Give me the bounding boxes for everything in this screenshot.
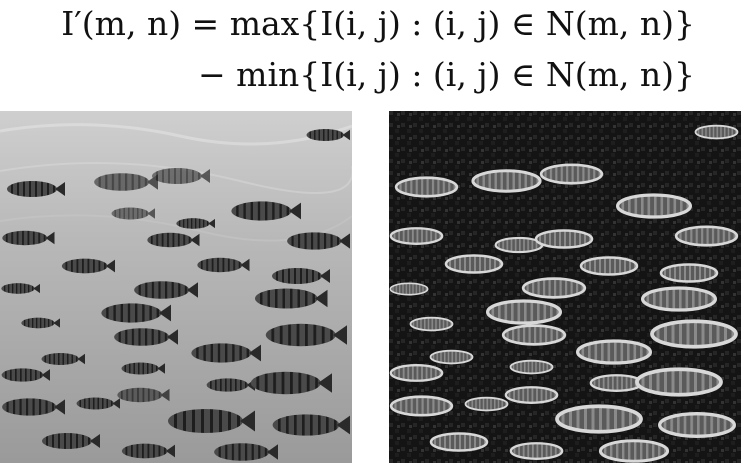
gradient-fish-image xyxy=(389,111,741,463)
original-fish-image xyxy=(0,111,352,463)
equation-line-2: − min{I(i, j) : (i, j) ∈ N(m, n)} xyxy=(198,55,695,94)
equation-line-1: I′(m, n) = max{I(i, j) : (i, j) ∈ N(m, n… xyxy=(61,4,695,43)
